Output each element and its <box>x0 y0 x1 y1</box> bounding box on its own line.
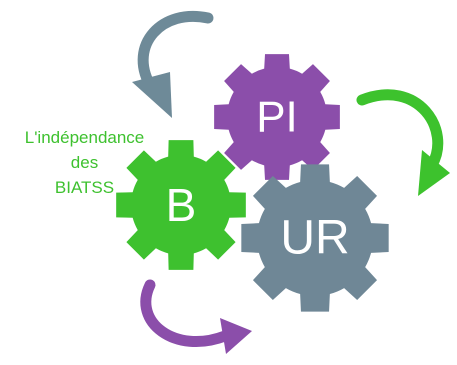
caption-text: L'indépendance des BIATSS <box>2 125 167 200</box>
gear-b-icon <box>116 140 246 270</box>
caption-line-2: des <box>70 153 99 172</box>
caption-line-3: BIATSS <box>54 178 115 197</box>
right-curved-arrow-icon <box>356 89 450 196</box>
gear-pi-icon <box>214 54 340 180</box>
gear-pi-label: PI <box>256 93 298 142</box>
gear-b: B <box>116 140 246 270</box>
gear-b-label: B <box>166 179 197 231</box>
gear-ur: UR <box>241 164 389 312</box>
gear-ur-label: UR <box>280 212 349 265</box>
caption-line-1: L'indépendance <box>24 128 145 147</box>
gear-ur-icon <box>241 164 389 312</box>
top-curved-arrow-icon <box>132 10 214 118</box>
gear-pi: PI <box>214 54 340 180</box>
bottom-curved-arrow-icon <box>140 279 252 354</box>
